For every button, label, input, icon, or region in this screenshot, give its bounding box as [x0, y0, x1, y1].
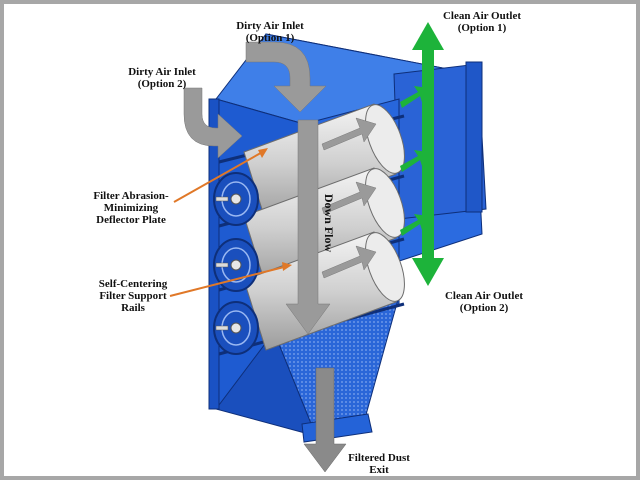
access-doors: [213, 172, 259, 355]
label-line: Filter Support: [99, 290, 167, 302]
deflector-plate-label: Filter Abrasion- Minimizing Deflector Pl…: [82, 190, 180, 226]
door-handle-icon: [230, 322, 242, 334]
access-door-1: [213, 172, 259, 226]
access-door-2: [213, 238, 259, 292]
green-branch-arrow-2: [400, 150, 428, 172]
rails-callout-line: [169, 265, 289, 297]
label-line: Dirty Air Inlet: [128, 66, 196, 78]
label-line: (Option 1): [457, 22, 507, 34]
down-flow-arrow: [285, 119, 331, 335]
down-flow-label: Down Flow: [322, 193, 336, 253]
label-line: (Option 2): [137, 78, 187, 90]
door-handle-icon: [230, 193, 242, 205]
filter-flow-arrow-1: [321, 117, 377, 151]
door-handle-icon: [230, 259, 242, 271]
filter-flow-arrow-2: [321, 181, 377, 215]
label-line: Clean Air Outlet: [444, 290, 523, 302]
label-line: Dirty Air Inlet: [236, 20, 304, 32]
label-line: Deflector Plate: [96, 214, 166, 226]
label-line: Clean Air Outlet: [442, 10, 521, 22]
green-branch-arrow-3: [400, 214, 428, 236]
dirty-air-inlet-2-arrow: [183, 87, 243, 159]
callout-lines: [169, 148, 292, 297]
filtered-dust-exit-label: Filtered Dust Exit: [336, 452, 422, 476]
label-line: Filtered Dust: [348, 452, 410, 464]
clean-air-path-arrows: [321, 86, 428, 279]
hopper-side: [215, 330, 317, 437]
dirty-air-inlet-1-arrow: [245, 41, 327, 113]
label-line: Exit: [369, 464, 389, 476]
clean-air-outlet-option-2-label: Clean Air Outlet (Option 2): [434, 290, 534, 314]
label-line: Minimizing: [103, 202, 159, 214]
dirty-air-inlet-option-2-label: Dirty Air Inlet (Option 2): [120, 66, 204, 90]
label-line: Rails: [121, 302, 145, 314]
label-line: (Option 1): [245, 32, 295, 44]
dust-collector-diagram: [169, 22, 487, 473]
label-line: Self-Centering: [98, 278, 168, 290]
access-door-3: [213, 301, 259, 355]
filter-flow-arrow-3: [321, 245, 377, 279]
label-line: (Option 2): [459, 302, 509, 314]
clean-air-outlet-arrow: [412, 22, 444, 286]
filter-support-rails-label: Self-Centering Filter Support Rails: [88, 278, 178, 314]
filtered-dust-exit-arrow: [303, 367, 347, 473]
label-line: Filter Abrasion-: [93, 190, 169, 202]
deflector-callout-line: [173, 149, 267, 203]
clean-air-outlet-option-1-label: Clean Air Outlet (Option 1): [432, 10, 532, 34]
dirty-air-inlet-option-1-label: Dirty Air Inlet (Option 1): [228, 20, 312, 44]
green-branch-arrow-1: [400, 86, 428, 108]
outlet-frame-rail: [465, 61, 483, 213]
